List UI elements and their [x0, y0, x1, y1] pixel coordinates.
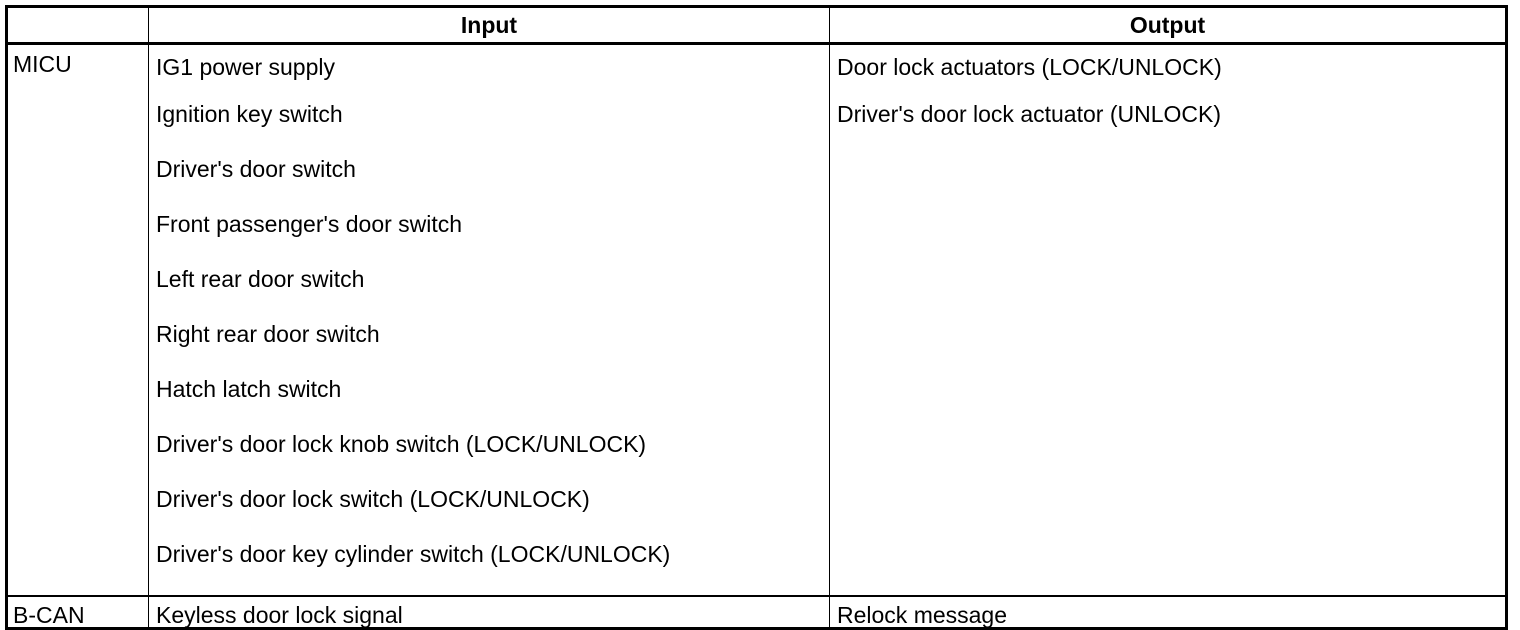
list-item: Driver's door key cylinder switch (LOCK/…: [156, 541, 671, 567]
cell-output-micu: Door lock actuators (LOCK/UNLOCK) Driver…: [830, 44, 1507, 597]
header-output: Output: [829, 6, 1507, 45]
cell-input-bcan: Keyless door lock signal: [148, 595, 830, 629]
list-item: Ignition key switch: [156, 101, 343, 127]
output-text-bcan: Relock message: [837, 602, 1008, 628]
system-label-bcan: B-CAN: [13, 602, 85, 628]
cell-input-micu: IG1 power supply Ignition key switch Dri…: [148, 43, 830, 596]
list-item: Driver's door lock switch (LOCK/UNLOCK): [156, 486, 590, 512]
input-text-bcan: Keyless door lock signal: [156, 602, 403, 628]
cell-system-micu: MICU: [6, 43, 149, 596]
list-item: Driver's door switch: [156, 156, 356, 182]
list-item: Driver's door lock knob switch (LOCK/UNL…: [156, 431, 647, 457]
table-body: MICU IG1 power supply Ignition key switc…: [6, 43, 1507, 629]
table-row: B-CAN Keyless door lock signal Relock me…: [6, 595, 1507, 629]
input-output-spec-table: Input Output MICU IG1 power supply Ignit…: [5, 5, 1508, 630]
cell-output-bcan: Relock message: [829, 595, 1507, 629]
header-system: [6, 6, 149, 45]
list-item: Right rear door switch: [156, 321, 380, 347]
list-item: Driver's door lock actuator (UNLOCK): [837, 101, 1221, 127]
header-row: Input Output: [6, 6, 1507, 45]
output-item-list-micu: Door lock actuators (LOCK/UNLOCK) Driver…: [830, 45, 1505, 155]
spec-table-container: Input Output MICU IG1 power supply Ignit…: [5, 5, 1508, 630]
table-row: MICU IG1 power supply Ignition key switc…: [6, 43, 1507, 597]
input-item-list-micu: IG1 power supply Ignition key switch Dri…: [149, 45, 829, 595]
table-header: Input Output: [6, 6, 1507, 45]
list-item: IG1 power supply: [156, 54, 335, 80]
cell-system-bcan: B-CAN: [6, 595, 149, 629]
list-item: Front passenger's door switch: [156, 211, 463, 237]
list-item: Door lock actuators (LOCK/UNLOCK): [837, 54, 1222, 80]
system-label-micu: MICU: [13, 51, 72, 77]
header-input: Input: [148, 6, 830, 45]
list-item: Left rear door switch: [156, 266, 365, 292]
list-item: Hatch latch switch: [156, 376, 342, 402]
